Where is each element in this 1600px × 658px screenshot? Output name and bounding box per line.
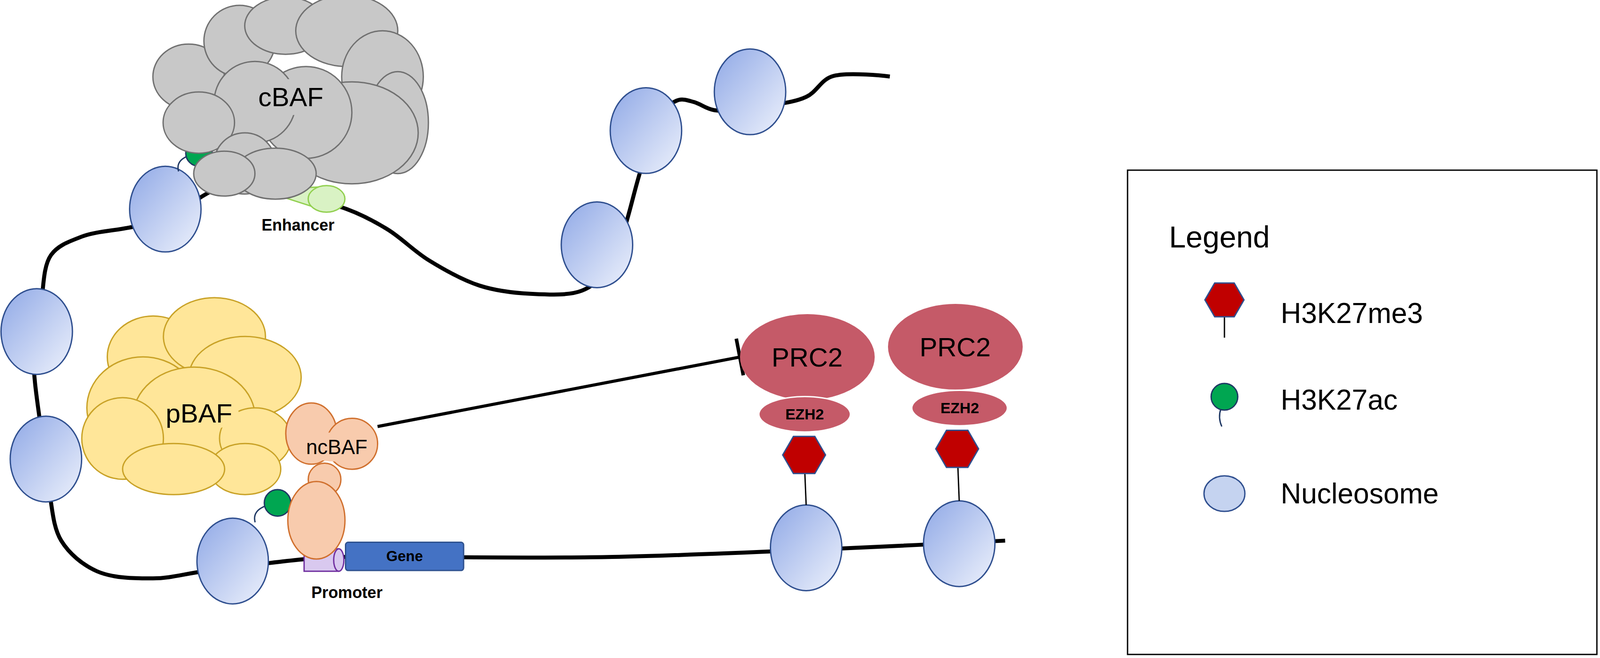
legend-text: Nucleosome — [1280, 477, 1439, 511]
legend-text: H3K27ac — [1280, 383, 1398, 417]
legend-box — [1127, 170, 1597, 655]
gene-box: Gene — [344, 541, 465, 572]
ezh2-subunit: EZH2 — [758, 396, 852, 433]
node-label: EZH2 — [785, 405, 824, 424]
node-shape — [285, 403, 378, 560]
ellipse-outline — [740, 315, 874, 400]
ellipse-outline — [888, 304, 1022, 390]
node-label: EZH2 — [940, 399, 980, 417]
ezh2-subunit: EZH2 — [911, 389, 1008, 427]
nucleosome — [714, 48, 786, 135]
label-ground — [159, 395, 239, 432]
legend-swatch — [1193, 460, 1256, 528]
label-ground — [252, 79, 330, 116]
blob-lobe — [287, 481, 345, 560]
region-label: Promoter — [311, 583, 383, 603]
box-outline — [345, 542, 464, 572]
dna-strand — [33, 74, 1006, 579]
ncbaf-complex: ncBAF — [285, 403, 378, 560]
prc2-complex: PRC2 — [888, 304, 1023, 390]
legend-text: H3K27me3 — [1280, 296, 1423, 330]
node-label: PRC2 — [919, 331, 991, 363]
region-label: Enhancer — [261, 216, 335, 235]
cbaf-complex: cBAF — [152, 0, 429, 200]
node-label: pBAF — [165, 397, 233, 429]
pbaf-complex: pBAF — [81, 297, 302, 495]
h3k27ac-mark — [264, 489, 292, 517]
nucleosome — [770, 505, 842, 592]
h3k27me3-mark — [935, 430, 979, 468]
ellipse-outline — [912, 390, 1008, 427]
nucleosome — [196, 518, 269, 604]
blob-lobe — [122, 444, 225, 496]
label-ground — [300, 432, 374, 462]
nucleosome — [610, 87, 682, 174]
legend-title: Legend — [1168, 219, 1270, 255]
nucleosome — [923, 500, 996, 587]
nucleosome — [129, 166, 202, 252]
node-label: cBAF — [258, 81, 324, 113]
inhibition-connector — [377, 357, 740, 427]
node-label: Gene — [386, 548, 424, 565]
legend-swatch — [1193, 366, 1256, 434]
nucleosome — [0, 288, 73, 375]
h3k27me3-mark — [782, 436, 826, 474]
promoter-element — [333, 548, 344, 572]
nucleosome — [10, 416, 82, 503]
node-shape — [81, 297, 302, 495]
blob-lobe — [193, 151, 256, 196]
ellipse-outline — [758, 396, 851, 432]
node-label: ncBAF — [306, 435, 368, 460]
prc2-complex: PRC2 — [740, 314, 875, 400]
node-label: PRC2 — [771, 341, 843, 373]
legend-swatch — [1193, 280, 1256, 347]
nucleosome — [561, 202, 633, 288]
enhancer-element — [308, 185, 345, 213]
